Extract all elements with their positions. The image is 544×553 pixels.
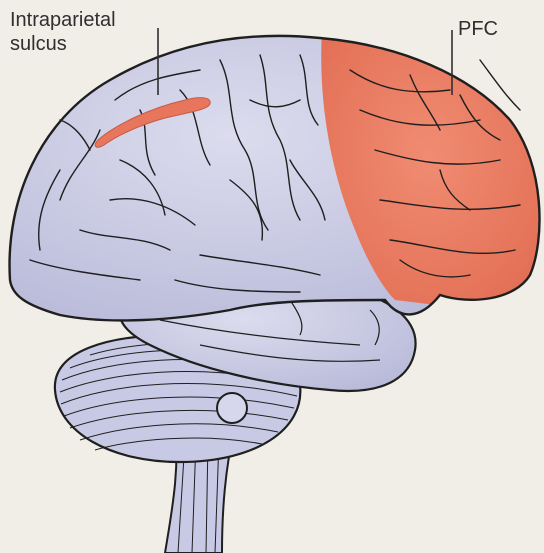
cerebrum (10, 20, 544, 320)
pfc-label: PFC (458, 17, 498, 41)
intraparietal-label-line1: Intraparietal (10, 8, 116, 32)
intraparietal-sulcus-label: Intraparietal sulcus (10, 8, 116, 56)
intraparietal-label-line2: sulcus (10, 32, 116, 56)
